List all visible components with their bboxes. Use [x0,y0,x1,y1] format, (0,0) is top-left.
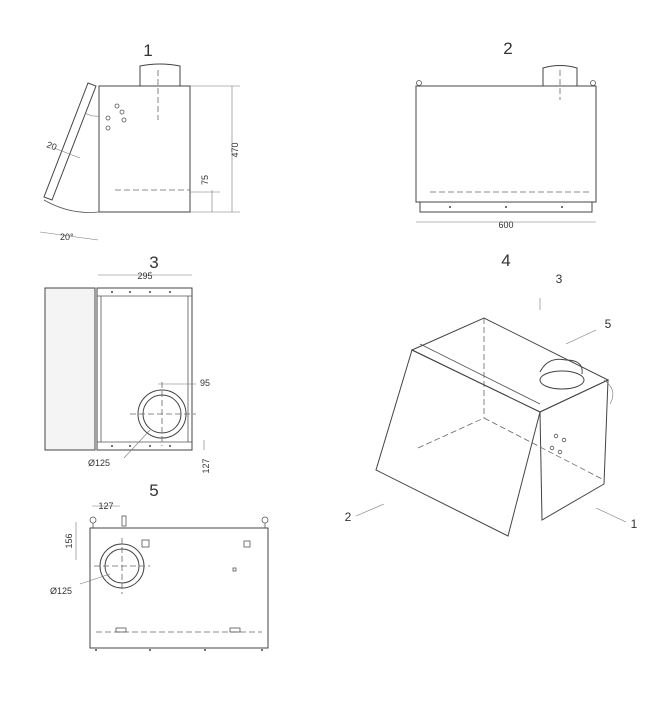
v4-callout-1-arrow [595,507,627,523]
v2-bracket [416,80,422,86]
view-5-label: 5 [149,481,158,500]
v3-glass-panel [44,287,96,451]
v3-dim-depth: 295 [137,271,152,281]
v1-hinge [84,112,100,117]
v1-hole [119,109,125,115]
v3-screw [129,445,131,447]
view-3-label: 3 [149,253,158,272]
v5-tab [115,627,127,633]
v2-duct [542,65,578,86]
v5-screw [261,649,263,651]
v1-dim-angle-len: 20 [45,139,58,152]
v1-tilt-line [39,231,99,241]
v3-screw [149,291,151,293]
v2-bracket [590,80,596,86]
v5-cutout [243,540,251,548]
v4-callout-5: 5 [605,317,612,331]
v4-callout-2-arrow [355,503,385,517]
v1-hole [114,103,120,109]
view-5-plan: 5 127 156 Ø125 [50,481,269,651]
v1-glass-panel [43,82,97,201]
v4-glass-panel [375,349,541,537]
v3-screw [111,445,113,447]
v3-screw [129,291,131,293]
v4-hole [553,433,559,439]
v5-screw [204,649,206,651]
v5-screw [95,649,97,651]
view-2-label: 2 [503,39,512,58]
v4-callout-3: 3 [556,272,563,286]
v2-body [415,85,597,203]
v2-screw [449,206,451,208]
v1-body [98,85,191,213]
v1-dim-line [53,147,81,159]
v3-diam-leader [123,429,151,459]
v5-dim-offset-x: 127 [98,501,113,511]
view-3-top: 3 295 95 Ø125 127 [44,253,211,474]
v4-side-face [539,379,609,521]
v1-dim-lower: 75 [200,175,210,185]
v5-body [89,527,269,649]
v4-duct-side [603,379,614,405]
v5-slot [121,515,127,527]
v3-screw [169,291,171,293]
v3-screw [149,445,151,447]
view-2-front: 2 600 [415,39,597,230]
v1-hole [105,115,111,121]
v4-callout-1: 1 [631,517,638,531]
v5-tab [229,627,241,633]
v5-bracket [89,516,97,524]
v2-screw [561,206,563,208]
v5-dim-offset-y: 156 [64,533,74,548]
v3-dim-offset: 95 [200,378,210,388]
v4-hole [561,437,567,443]
v2-dim-width: 600 [498,220,513,230]
v4-hole [557,449,563,455]
v4-callout-2: 2 [345,510,352,524]
v2-front-strip [419,201,593,213]
v1-panel-arc [43,199,100,213]
v4-callout-5-arrow [565,329,597,345]
v4-hidden-edge [483,417,605,481]
v5-diam-leader [79,573,111,585]
v4-hole [549,445,555,451]
view-4-isometric: 4 3 5 2 1 [345,251,638,537]
view-4-label: 4 [501,251,510,270]
v1-hole [121,117,127,123]
v3-screw [111,291,113,293]
v2-screw [505,206,507,208]
view-1-label: 1 [143,41,152,60]
v3-dim-height: 127 [201,458,211,473]
view-1-side: 1 20 20° 470 75 [39,41,240,242]
v3-body [96,287,193,451]
v1-dim-height: 470 [230,142,240,157]
v5-cutout [141,539,150,548]
v3-screw [169,445,171,447]
v1-dim-tilt: 20° [60,232,74,242]
v4-rail [419,343,541,405]
v3-dim-diameter: Ø125 [88,458,110,468]
v4-duct [539,358,583,375]
v4-hidden-edge [417,417,485,449]
v5-dim-diameter: Ø125 [50,586,72,596]
v5-bracket [261,516,269,524]
v1-hole [105,125,111,131]
v5-screw [149,649,151,651]
v5-cutout [232,567,237,572]
v4-duct-base [539,370,585,390]
v1-duct [139,63,181,86]
